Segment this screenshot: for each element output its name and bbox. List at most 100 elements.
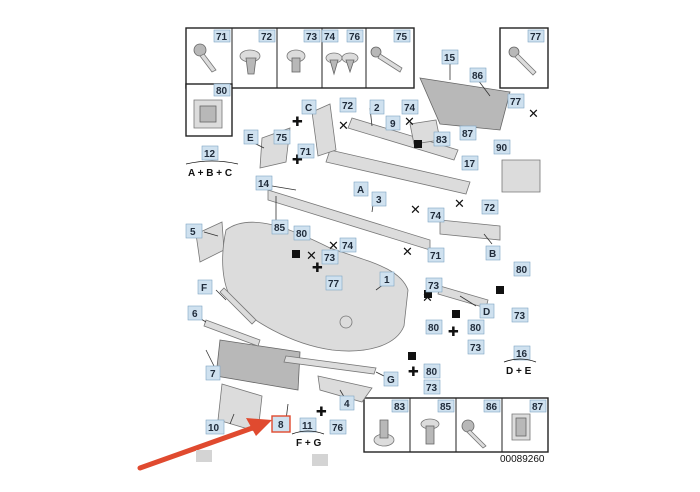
bumper-assembly [195, 77, 541, 433]
clip-74-icon [325, 52, 343, 76]
screw-86-icon [461, 419, 487, 449]
callout-77-right: 77 [510, 97, 522, 108]
clip-72-icon [239, 49, 261, 75]
callout-80-right: 80 [516, 265, 528, 276]
trim-F [219, 287, 257, 325]
cross-marker-icon: ✚ [292, 153, 303, 168]
square-marker-icon [292, 250, 300, 258]
cross-marker-icon: ✚ [448, 325, 459, 340]
callout-10: 10 [208, 423, 220, 434]
callout-2: 2 [374, 103, 380, 114]
callout-73-right: 73 [428, 281, 440, 292]
cover-15 [419, 77, 511, 131]
callout-73-mid: 73 [324, 253, 336, 264]
callout-77-mid: 77 [328, 279, 340, 290]
callout-74-mid: 74 [430, 211, 442, 222]
cross-marker-icon: ✕ [410, 203, 421, 218]
bracket-C [311, 103, 337, 157]
callout-B: B [489, 249, 496, 260]
lip-4 [317, 375, 373, 403]
callout-83: 83 [436, 135, 448, 146]
callout-71-top: 71 [300, 147, 312, 158]
cross-marker-icon: ✕ [404, 115, 415, 130]
callout-F: F [201, 283, 207, 294]
cross-marker-icon: ✚ [408, 365, 419, 380]
block-90 [501, 159, 541, 193]
square-marker-icon [452, 310, 460, 318]
callout-72-mid: 72 [484, 203, 496, 214]
nut-83-icon [373, 419, 395, 447]
hardware-panel-top-left: 71 72 73 74 76 75 80 [185, 27, 415, 137]
callout-1: 1 [384, 275, 390, 286]
callout-G: G [387, 375, 395, 386]
hw-label-76: 76 [349, 32, 361, 43]
callout-D: D [483, 307, 490, 318]
reinforcement-A [325, 149, 471, 195]
hw-label-83: 83 [394, 402, 406, 413]
hw-label-85: 85 [440, 402, 452, 413]
callout-A: A [357, 185, 364, 196]
cross-marker-icon: ✕ [338, 119, 349, 134]
rivet-85-icon [420, 418, 440, 445]
blurred-watermark [196, 450, 212, 462]
cross-marker-icon: ✚ [292, 115, 303, 130]
cross-marker-icon: ✕ [306, 249, 317, 264]
emblem [339, 315, 353, 329]
clip-76-icon [341, 52, 359, 74]
hw-label-77: 77 [530, 32, 542, 43]
hw-label-74: 74 [324, 32, 336, 43]
callout-72-top: 72 [342, 101, 354, 112]
red-arrow-icon [137, 418, 272, 471]
hw-label-72: 72 [261, 32, 273, 43]
callout-6: 6 [192, 309, 198, 320]
cross-marker-icon: ✚ [316, 405, 327, 420]
callout-14: 14 [258, 179, 270, 190]
callout-4: 4 [344, 399, 350, 410]
callout-85: 85 [274, 223, 286, 234]
callout-3: 3 [376, 195, 382, 206]
callout-C: C [305, 103, 312, 114]
callout-75: 75 [276, 133, 288, 144]
callout-74-low: 74 [342, 241, 354, 252]
hw-label-86: 86 [486, 402, 498, 413]
grille-7 [215, 339, 301, 391]
callout-9: 9 [390, 119, 396, 130]
reference-number: 00089260 [500, 454, 545, 465]
hw-label-75: 75 [396, 32, 408, 43]
trim-G [283, 355, 377, 375]
leader-lines [195, 64, 493, 425]
callout-74-top: 74 [404, 103, 416, 114]
callout-17: 17 [464, 159, 476, 170]
callout-11: 11 [302, 421, 313, 432]
callout-73-low: 73 [514, 311, 526, 322]
screw-75-icon [370, 46, 403, 73]
callout-12-subtitle: A + B + C [188, 168, 232, 179]
hardware-panel-top-right: 77 [499, 27, 549, 89]
bolt-77-icon [508, 46, 537, 76]
square-marker-icon [414, 140, 422, 148]
callout-80-mid: 80 [296, 229, 308, 240]
hw-label-87: 87 [532, 402, 544, 413]
guide-B [439, 219, 501, 241]
hw-label-73: 73 [306, 32, 318, 43]
square-marker-icon [424, 290, 432, 298]
hw-label-71: 71 [216, 32, 228, 43]
callout-16-subtitle: D + E [506, 366, 532, 377]
callout-87: 87 [462, 129, 474, 140]
hardware-panel-bottom-right: 83 85 86 87 [363, 397, 549, 453]
callout-8-highlighted [271, 415, 291, 433]
screw-71-icon [193, 43, 217, 73]
callout-73-end: 73 [426, 383, 438, 394]
blurred-watermark [312, 454, 328, 466]
callout-80-bottom: 80 [426, 367, 438, 378]
callout-8: 8 [278, 420, 284, 431]
callout-12: 12 [204, 149, 216, 160]
callout-11-subtitle: F + G [296, 438, 322, 449]
square-marker-icon [496, 286, 504, 294]
bracket-80-icon [193, 99, 223, 129]
callout-80-low2: 80 [470, 323, 482, 334]
callouts: 15 86 77 72 C 2 74 9 83 87 75 E 71 17 90… [185, 49, 537, 449]
callout-E: E [247, 133, 254, 144]
callout-16: 16 [516, 349, 528, 360]
